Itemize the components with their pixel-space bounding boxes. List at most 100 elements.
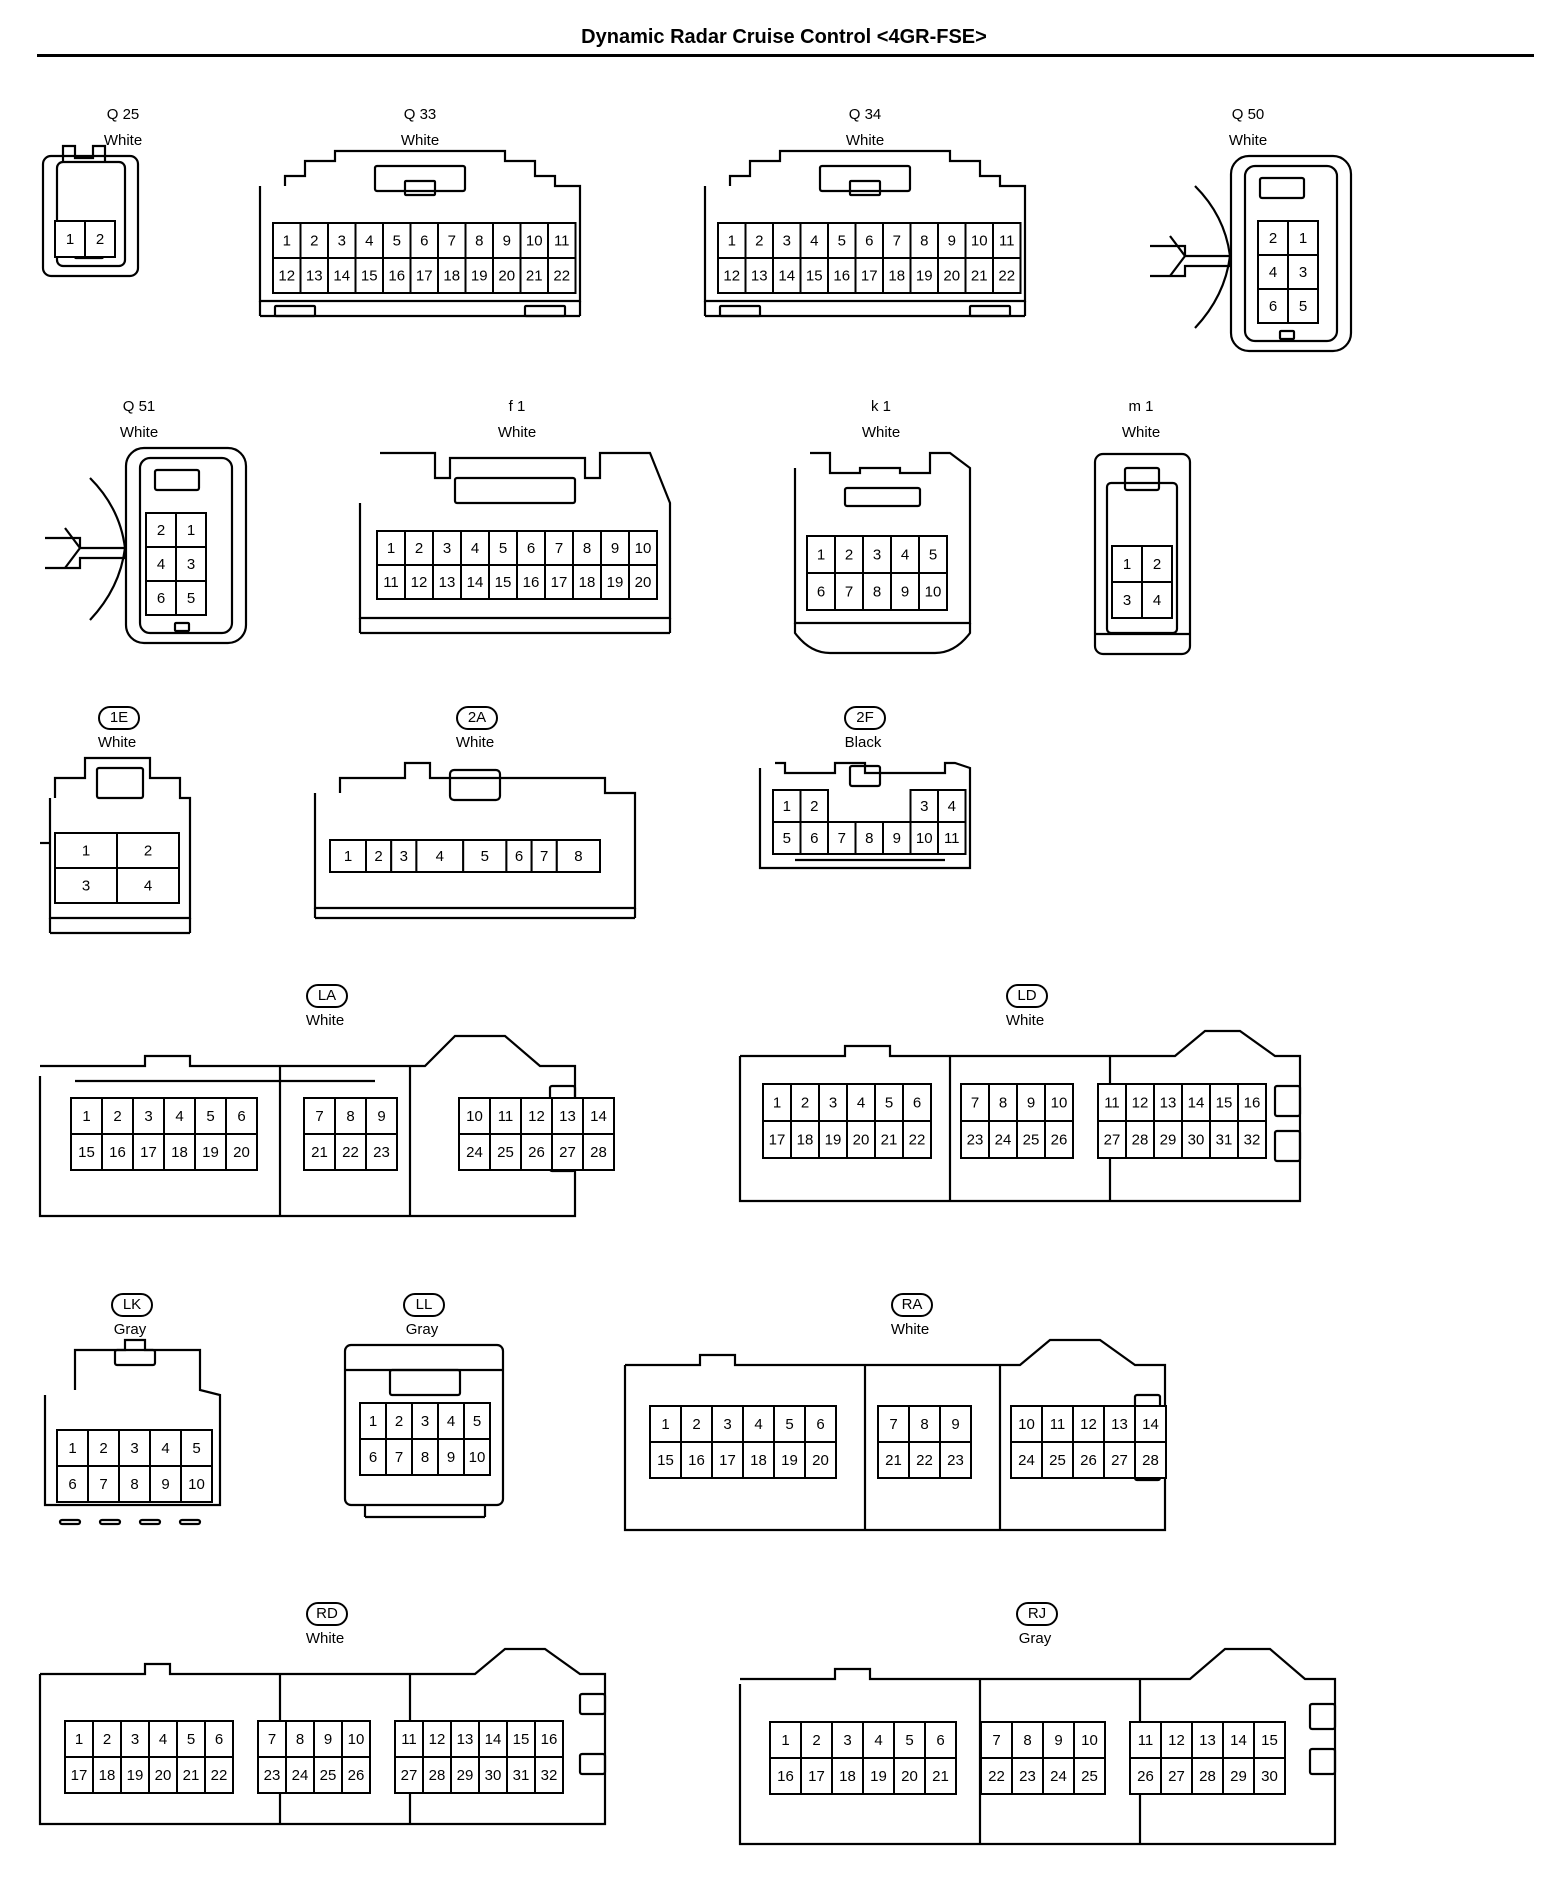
- pin-number: 28: [1132, 1132, 1149, 1149]
- pin-number: 12: [1080, 1416, 1097, 1433]
- pin-number: 19: [202, 1144, 219, 1161]
- pin-cell: [460, 564, 490, 600]
- pin-cell: [303, 1133, 336, 1171]
- housing-outline: [1123, 466, 1161, 492]
- connector-code: f 1: [508, 398, 526, 415]
- pin-number: 5: [473, 1413, 481, 1430]
- pin-cell: [1153, 1083, 1183, 1122]
- pin-number: 8: [296, 1731, 304, 1748]
- connector-code: Q 25: [106, 106, 140, 123]
- pin-number: 31: [1216, 1132, 1233, 1149]
- pin-number: 11: [383, 574, 399, 591]
- connector-color: White: [305, 1012, 345, 1029]
- pin-number: 7: [838, 830, 846, 847]
- pin-number: 14: [1142, 1416, 1159, 1433]
- pin-number: 1: [817, 547, 825, 564]
- connector-code: LL: [403, 1293, 445, 1317]
- pin-number: 6: [913, 1095, 921, 1112]
- connector-color: White: [890, 1321, 930, 1338]
- pin-cell: [519, 222, 549, 259]
- pin-number: 7: [99, 1476, 107, 1493]
- housing-outline: [113, 1348, 157, 1367]
- pin-number: 23: [1019, 1768, 1036, 1785]
- pin-cell: [1287, 220, 1319, 256]
- pin-cell: [534, 1756, 564, 1794]
- connector-code: LD: [1006, 984, 1048, 1008]
- housing-outline: [793, 451, 972, 625]
- connector-code: 2F: [844, 706, 886, 730]
- pin-cell: [450, 1756, 480, 1794]
- pin-number: 14: [590, 1108, 607, 1125]
- pin-cell: [877, 1441, 910, 1479]
- pin-number: 10: [526, 233, 543, 250]
- pin-number: 13: [559, 1108, 576, 1125]
- pin-number: 16: [1244, 1095, 1261, 1112]
- pin-cell: [680, 1405, 713, 1443]
- pin-number: 7: [845, 584, 853, 601]
- pin-number: 15: [806, 268, 823, 285]
- connector-code: Q 51: [122, 398, 156, 415]
- pin-number: 1: [387, 540, 395, 557]
- pin-number: 20: [635, 574, 652, 591]
- pin-number: 10: [1051, 1095, 1068, 1112]
- pin-number: 9: [503, 233, 511, 250]
- housing-outline: [1273, 1129, 1302, 1163]
- pin-number: 18: [99, 1767, 116, 1784]
- pin-number: 3: [1123, 592, 1131, 609]
- pin-number: 4: [754, 1416, 762, 1433]
- pin-number: 21: [311, 1144, 328, 1161]
- pin-number: 21: [183, 1767, 200, 1784]
- pin-number: 1: [783, 798, 791, 815]
- pin-number: 3: [783, 233, 791, 250]
- pin-number: 19: [825, 1132, 842, 1149]
- pin-number: 6: [157, 590, 165, 607]
- pin-number: 3: [338, 233, 346, 250]
- pin-number: 5: [393, 233, 401, 250]
- pin-cell: [1129, 1757, 1162, 1795]
- pin-cell: [1044, 1120, 1074, 1159]
- pin-cell: [257, 1756, 287, 1794]
- pin-number: 7: [893, 233, 901, 250]
- pin-cell: [1134, 1441, 1167, 1479]
- housing-outline: [138, 1518, 162, 1526]
- pin-number: 2: [374, 848, 382, 865]
- pin-number: 6: [865, 233, 873, 250]
- pin-number: 25: [1023, 1132, 1040, 1149]
- pin-number: 13: [1160, 1095, 1177, 1112]
- pin-number: 19: [127, 1767, 144, 1784]
- housing-outline: [64, 527, 82, 569]
- pin-number: 29: [1230, 1768, 1247, 1785]
- pin-cell: [84, 220, 116, 258]
- pin-cell: [411, 1402, 439, 1440]
- pin-number: 8: [999, 1095, 1007, 1112]
- connector-color: White: [305, 1630, 345, 1647]
- pin-cell: [1042, 1757, 1075, 1795]
- pin-number: 11: [1104, 1095, 1120, 1112]
- pin-cell: [790, 1120, 820, 1159]
- pin-cell: [463, 1438, 491, 1476]
- housing-outline: [1258, 176, 1306, 200]
- pin-number: 6: [68, 1476, 76, 1493]
- pin-number: 19: [870, 1768, 887, 1785]
- pin-cell: [516, 564, 546, 600]
- pin-cell: [464, 222, 494, 259]
- pin-number: 17: [808, 1768, 825, 1785]
- pin-number: 8: [873, 584, 881, 601]
- pin-number: 27: [1168, 1768, 1185, 1785]
- pin-number: 1: [781, 1732, 789, 1749]
- pin-number: 10: [1018, 1416, 1035, 1433]
- pin-number: 22: [342, 1144, 359, 1161]
- pin-cell: [964, 222, 994, 259]
- pin-cell: [1073, 1757, 1106, 1795]
- pin-number: 3: [920, 798, 928, 815]
- pin-number: 6: [816, 1416, 824, 1433]
- pin-number: 2: [692, 1416, 700, 1433]
- pin-number: 7: [540, 848, 548, 865]
- pin-cell: [341, 1756, 371, 1794]
